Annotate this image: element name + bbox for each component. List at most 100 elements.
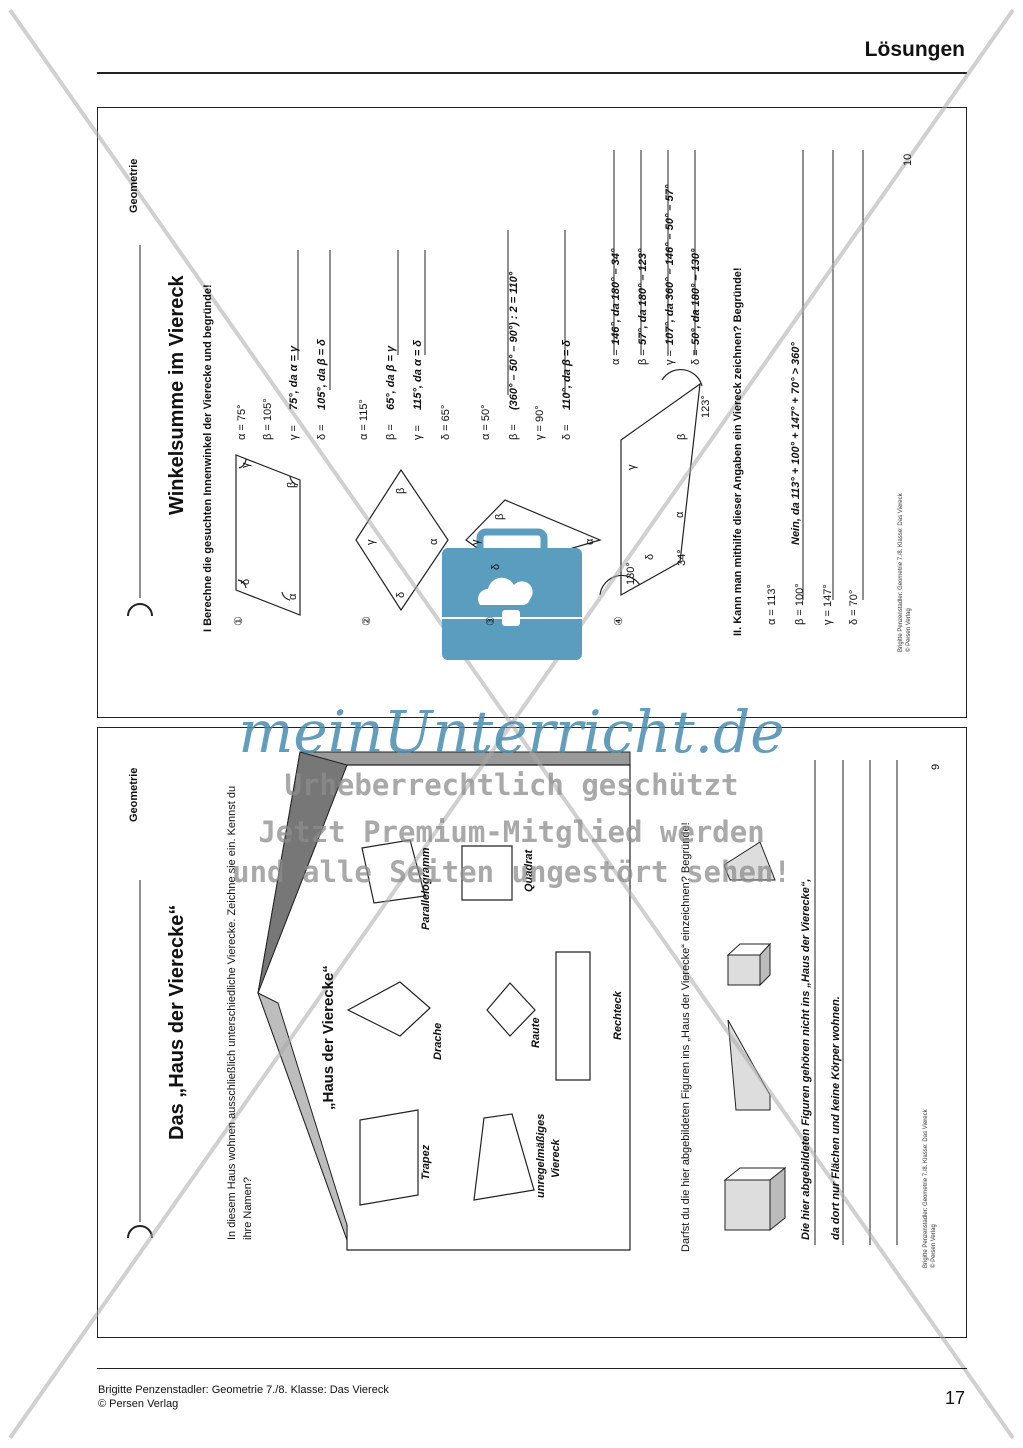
footer-credit-line-1: Brigitte Penzenstadler: Geometrie 7./8. … xyxy=(98,1384,389,1396)
fig4-label-delta: δ xyxy=(644,553,656,560)
fig4-line-delta: δ = xyxy=(690,349,702,365)
bottom-credit-1: Brigitte Penzenstadler: Geometrie 7./8. … xyxy=(923,1109,929,1268)
top-credit-2: © Persen Verlag xyxy=(906,608,912,652)
fig2-label-delta: δ xyxy=(395,591,407,598)
fig2-label-alpha: α xyxy=(428,538,440,545)
watermark-line-2: Jetzt Premium-Mitglied werden xyxy=(258,815,765,849)
shape-drache: Drache xyxy=(432,1022,444,1060)
fig4-value-130: 130° xyxy=(625,562,637,585)
irregular-shape xyxy=(473,1113,535,1201)
shape-irregular-2: Viereck xyxy=(550,1139,562,1178)
task2-delta: δ = 70° xyxy=(848,589,860,625)
bottom-intro-1: In diesem Haus wohnen ausschließlich unt… xyxy=(226,785,238,1240)
watermark-line-1: Urheberrechtlich geschützt xyxy=(284,768,739,802)
fig3-label-delta: δ xyxy=(490,563,502,570)
fig4-line-gamma: γ = xyxy=(664,350,676,365)
footer-rule xyxy=(97,1368,967,1369)
watermark-brand: meinUnterricht.de xyxy=(238,698,785,766)
footer-credit-line-2: © Persen Verlag xyxy=(98,1398,179,1410)
fig2-label-gamma: γ xyxy=(365,539,377,546)
bottom-intro-2: ihre Namen? xyxy=(242,1177,254,1240)
fig4-value-123: 123° xyxy=(700,395,712,418)
fig4-value-34: 34° xyxy=(676,549,688,566)
header-rule xyxy=(97,72,967,74)
fig4-line-alpha: α = xyxy=(610,349,622,365)
fig4-label-alpha: α xyxy=(674,511,686,518)
house-shapes xyxy=(346,839,591,1206)
house-label: „Haus der Vierecke“ xyxy=(320,965,337,1110)
fig1-label-alpha: α xyxy=(287,593,299,600)
c-logo-icon-2 xyxy=(127,1225,153,1239)
watermark-line-3: und alle Seiten ungestört sehen! xyxy=(232,855,791,889)
fig3-label-gamma: γ xyxy=(470,539,482,546)
fig1-answer-gamma: 75°, da α = γ xyxy=(288,345,300,410)
bottom-title: Das „Haus der Vierecke“ xyxy=(166,904,188,1140)
fig2-answer-gamma: 115°, da α = δ xyxy=(412,339,424,410)
top-subject: Geometrie xyxy=(128,158,140,213)
fig2-line-beta: β = xyxy=(385,424,397,440)
fig1-label-delta: δ xyxy=(240,578,252,585)
fig1-line-alpha: α = 75° xyxy=(236,404,248,440)
briefcase-icon xyxy=(442,528,582,660)
fig3-line-beta: β = xyxy=(508,424,520,440)
bottom-answer-1: Die hier abgebildeten Figuren gehören ni… xyxy=(800,878,812,1240)
quadrilateral-1 xyxy=(235,454,301,616)
fig1-label-gamma: γ xyxy=(240,462,252,469)
rhombus-shape xyxy=(486,982,536,1037)
fig4-label-beta: β xyxy=(676,433,688,440)
bottom-worksheet xyxy=(97,727,967,1338)
fig4-number: ④ xyxy=(613,616,625,626)
fig3-line-alpha: α = 50° xyxy=(480,404,492,440)
fig3-number: ③ xyxy=(485,616,497,626)
watermark-cross xyxy=(8,8,1015,1440)
fig1-line-delta: δ = xyxy=(316,424,328,440)
quadrilateral-2 xyxy=(355,468,449,612)
c-logo-icon xyxy=(127,603,153,617)
fig1-line-gamma: γ = xyxy=(288,425,300,440)
trapezoid-shape xyxy=(359,1109,419,1206)
fig1-number: ① xyxy=(233,616,245,626)
shape-rechteck: Rechteck xyxy=(612,991,624,1040)
fig2-label-beta: β xyxy=(395,487,407,494)
fig4-answer-gamma: 107°, da 360° – 146° – 50° – 57° xyxy=(664,184,676,345)
page-header-title: Lösungen xyxy=(864,38,965,61)
shape-raute: Raute xyxy=(530,1017,542,1048)
parallelogram-shape xyxy=(361,839,426,904)
top-task2: II. Kann man mithilfe dieser Angaben ein… xyxy=(732,267,744,636)
fig2-line-alpha: α = 115° xyxy=(358,399,370,440)
fig4-answer-alpha: 146°, da 180° – 34° xyxy=(610,248,622,345)
shape-trapez: Trapez xyxy=(420,1144,432,1180)
fig4-answer-delta: 50°, da 180° – 130° xyxy=(690,248,702,345)
fig1-label-beta: β xyxy=(286,481,298,488)
task2-alpha: α = 113° xyxy=(766,584,778,625)
fig3-label-alpha: α xyxy=(584,538,596,545)
fig3-label-beta: β xyxy=(494,513,506,520)
task2-gamma: γ = 147° xyxy=(822,584,834,625)
fig4-answer-beta: 57°, da 180° – 123° xyxy=(637,248,649,345)
top-page-number: 10 xyxy=(902,153,914,166)
footer-page-number: 17 xyxy=(944,1388,965,1408)
kite-shape xyxy=(346,981,431,1037)
fig3-answer-delta: 110°, da β = δ xyxy=(561,339,573,410)
house-of-quadrilaterals xyxy=(257,751,631,1251)
fig2-number: ② xyxy=(361,616,373,626)
solids xyxy=(723,841,787,1232)
fig1-line-beta: β = 105° xyxy=(262,398,274,440)
fig3-line-delta: δ = xyxy=(561,424,573,440)
shape-irregular-1: unregelmäßiges xyxy=(535,1113,547,1198)
square-shape xyxy=(461,845,513,901)
fig2-answer-beta: 65°, da β = γ xyxy=(385,345,397,410)
footer-credit: Brigitte Penzenstadler: Geometrie 7./8. … xyxy=(98,1383,389,1411)
bottom-credit-2: © Persen Verlag xyxy=(931,1224,937,1268)
task2-beta: β = 100° xyxy=(794,583,806,625)
task2-answer: Nein, da 113° + 100° + 147° + 70° > 360° xyxy=(790,342,802,545)
fig3-answer-beta: (360° – 50° – 90°) : 2 = 110° xyxy=(508,271,520,410)
fig3-line-gamma: γ = 90° xyxy=(534,405,546,440)
bottom-answer-2: da dort nur Flächen und keine Körper woh… xyxy=(830,996,842,1240)
fig2-line-delta: δ = 65° xyxy=(440,404,452,440)
rectangle-shape xyxy=(555,951,591,1081)
top-credit-1: Brigitte Penzenstadler: Geometrie 7./8. … xyxy=(898,493,904,652)
fig4-label-gamma: γ xyxy=(626,464,638,471)
fig4-line-beta: β = xyxy=(637,349,649,365)
